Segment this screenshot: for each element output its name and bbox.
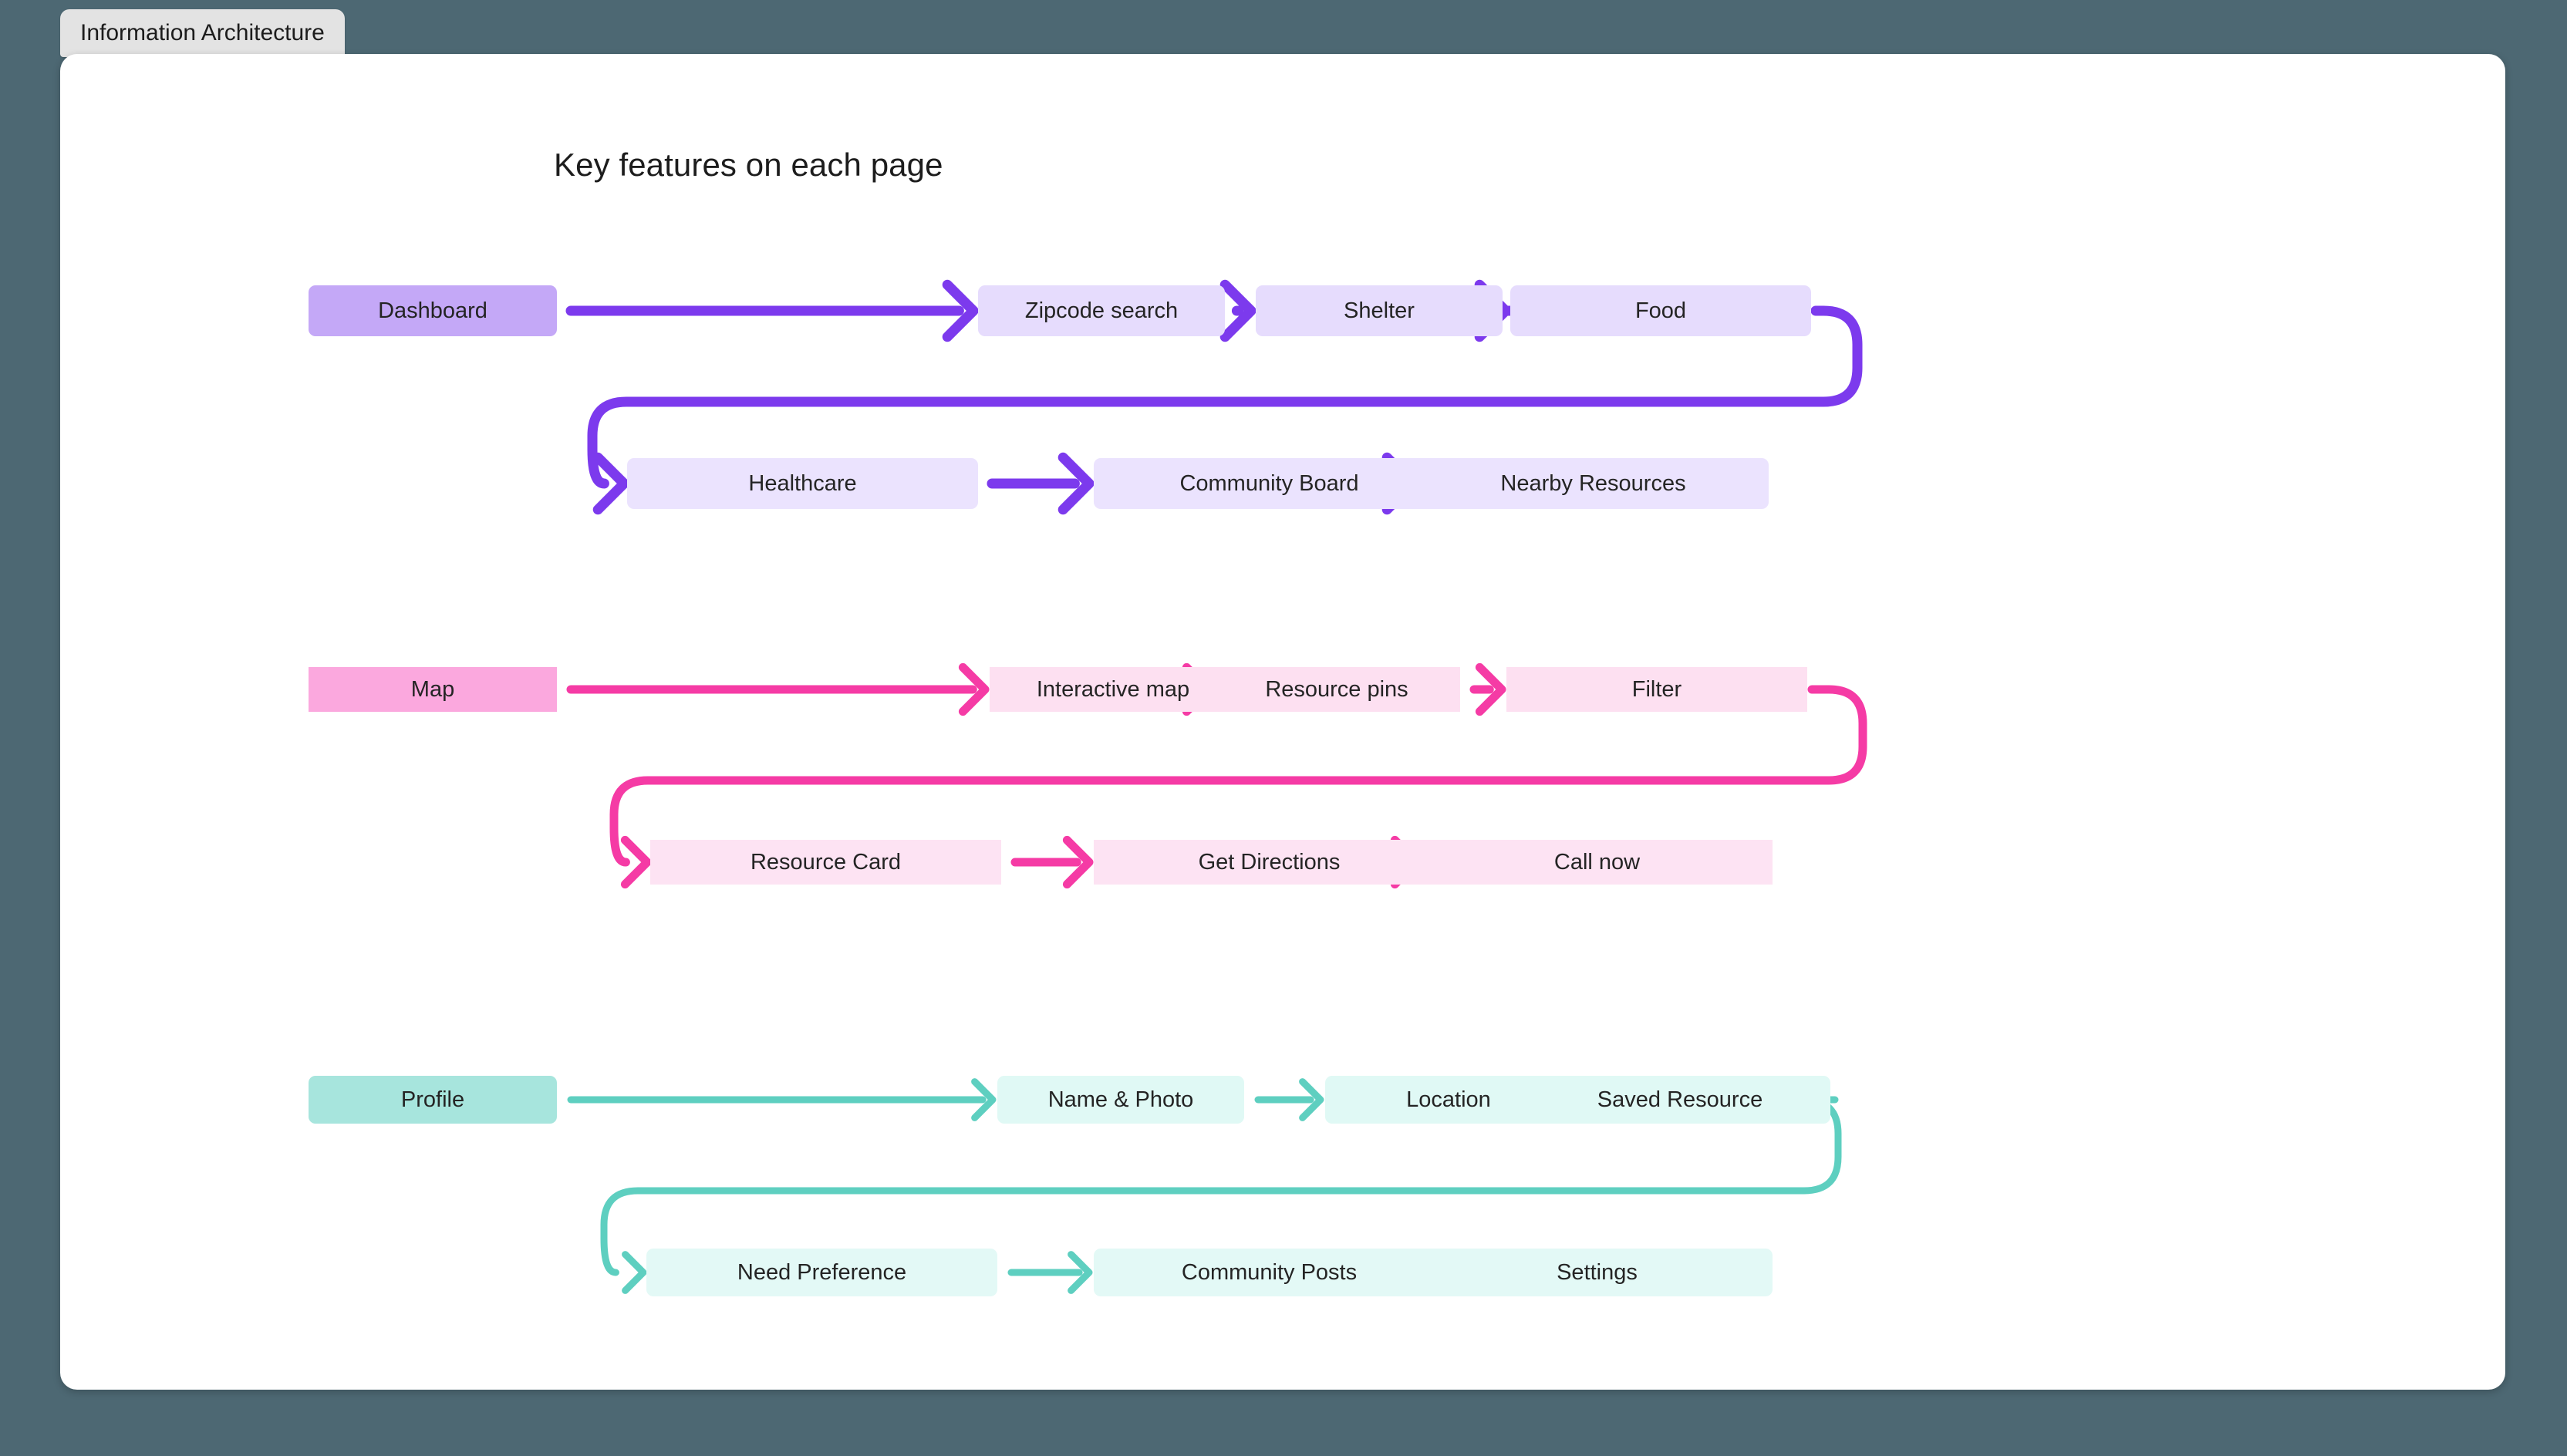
node-map-flow-top-0[interactable]: Interactive map [990,667,1236,712]
node-label: Community Posts [1181,1259,1358,1285]
node-profile-flow-top-2[interactable]: Saved Resource [1530,1076,1830,1124]
arrow-map-flow-top-1-head [1475,662,1506,716]
arrow-map-flow-bottom-0-head [1062,835,1094,889]
node-map-flow-bottom-0[interactable]: Resource Card [650,840,1001,885]
arrow-dashboard-flow-bottom-0-head [1057,452,1095,515]
arrow-profile-flow-top-0-head [1299,1078,1324,1121]
node-label: Call now [1553,849,1641,875]
arrow-dashboard-flow-root-head [942,279,979,342]
node-label: Saved Resource [1597,1087,1763,1112]
node-profile-flow-root[interactable]: Profile [309,1076,557,1124]
node-label: Map [410,676,455,702]
node-label: Location [1406,1087,1491,1112]
node-label: Profile [400,1087,465,1112]
tab-information-architecture[interactable]: Information Architecture [60,9,345,57]
node-profile-flow-top-0[interactable]: Name & Photo [997,1076,1244,1124]
node-dashboard-flow-top-2[interactable]: Food [1510,285,1811,336]
node-dashboard-flow-bottom-0[interactable]: Healthcare [627,458,978,509]
node-dashboard-flow-top-0[interactable]: Zipcode search [978,285,1225,336]
node-map-flow-root[interactable]: Map [309,667,557,712]
arrow-map-flow-root-head [958,662,990,716]
diagram-title: Key features on each page [554,147,943,183]
node-map-flow-top-2[interactable]: Filter [1506,667,1807,712]
node-label: Zipcode search [1024,298,1179,323]
node-label: Settings [1557,1259,1638,1285]
node-dashboard-flow-root[interactable]: Dashboard [309,285,557,336]
arrow-dashboard-flow-top-0-head [1219,279,1257,342]
node-profile-flow-bottom-2[interactable]: Settings [1422,1249,1773,1296]
node-label: Get Directions [1198,849,1341,875]
node-dashboard-flow-bottom-2[interactable]: Nearby Resources [1418,458,1769,509]
arrow-profile-flow-root-head [971,1078,997,1121]
node-map-flow-bottom-1[interactable]: Get Directions [1094,840,1445,885]
node-profile-flow-bottom-0[interactable]: Need Preference [646,1249,997,1296]
node-label: Dashboard [378,298,487,323]
connector-layer [565,279,1867,1294]
node-label: Community Board [1179,470,1359,496]
node-label: Shelter [1344,298,1415,323]
node-profile-flow-bottom-1[interactable]: Community Posts [1094,1249,1445,1296]
node-label: Filter [1631,676,1682,702]
node-label: Name & Photo [1047,1087,1194,1112]
node-label: Resource pins [1265,676,1408,702]
node-label: Food [1634,298,1687,323]
node-map-flow-top-1[interactable]: Resource pins [1213,667,1460,712]
node-label: Nearby Resources [1500,470,1686,496]
node-label: Interactive map [1036,676,1190,702]
node-label: Need Preference [737,1259,907,1285]
node-dashboard-flow-top-1[interactable]: Shelter [1256,285,1503,336]
node-label: Healthcare [748,470,857,496]
connector-map-flow-uturn-head [620,835,652,889]
connector-profile-flow-uturn [600,1096,1842,1276]
node-dashboard-flow-bottom-1[interactable]: Community Board [1094,458,1445,509]
tab-label: Information Architecture [80,20,325,46]
connector-map-flow-uturn [609,685,1867,867]
diagram-canvas: Key features on each page Dashboard Zipco… [60,54,2505,1390]
connector-profile-flow-uturn-head [622,1251,647,1294]
connector-dashboard-flow-uturn-head [592,452,629,515]
arrow-profile-flow-bottom-0-head [1068,1251,1093,1294]
node-map-flow-bottom-2[interactable]: Call now [1422,840,1773,885]
node-label: Resource Card [750,849,902,875]
